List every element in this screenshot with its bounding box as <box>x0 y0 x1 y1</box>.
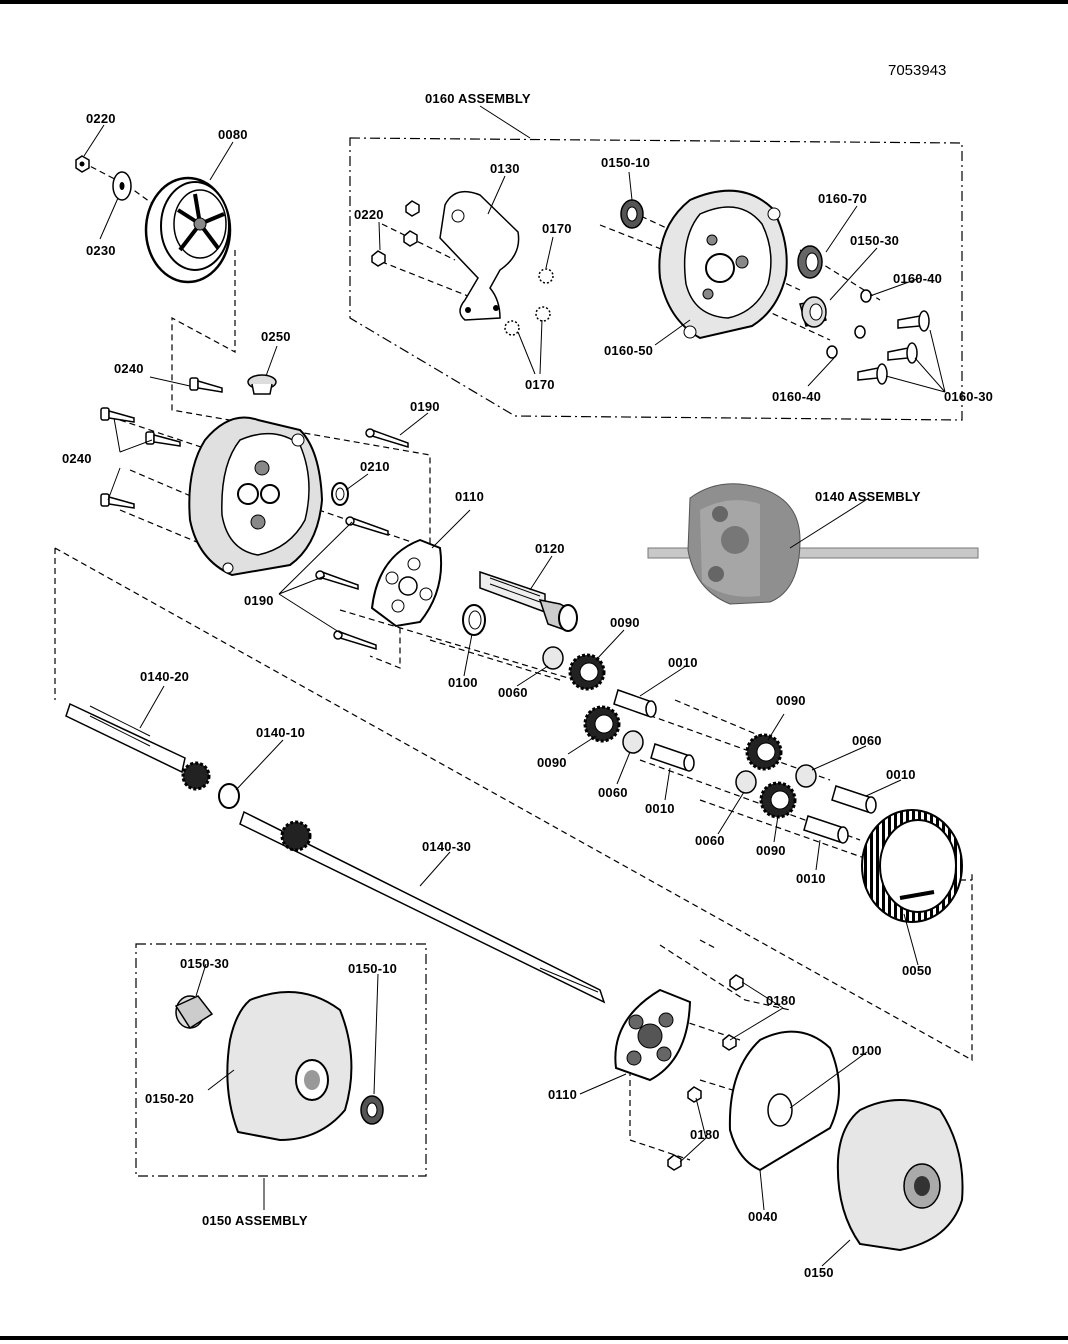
label-0250: 0250 <box>261 329 291 344</box>
label-0190-bottom: 0190 <box>244 593 274 608</box>
document-number: 7053943 <box>888 62 947 79</box>
bearing-0160-70 <box>797 245 823 279</box>
label-0160-30: 0160-30 <box>944 389 994 404</box>
label-0140-30: 0140-30 <box>422 839 472 854</box>
bottom-rule <box>0 1336 1068 1340</box>
label-0130: 0130 <box>490 161 520 176</box>
label-0150-20: 0150-20 <box>145 1091 195 1106</box>
washer-0100-top <box>462 604 486 636</box>
shaft-0120 <box>479 570 578 632</box>
pins-0010 <box>613 689 877 844</box>
shaft-0140-20 <box>65 702 211 791</box>
assembly-0150-box <box>135 943 427 1177</box>
label-0220-nut: 0220 <box>86 111 116 126</box>
label-0160-assembly: 0160 ASSEMBLY <box>425 91 531 106</box>
label-0110-top: 0110 <box>455 489 485 504</box>
label-0060-a: 0060 <box>498 685 528 700</box>
carrier-0110-bottom <box>614 988 692 1082</box>
cover-0150 <box>836 1099 964 1252</box>
label-0160-50: 0160-50 <box>604 343 654 358</box>
label-0100-bottom: 0100 <box>852 1043 882 1058</box>
label-0080: 0080 <box>218 127 248 142</box>
label-0050: 0050 <box>902 963 932 978</box>
label-0180-top: 0180 <box>766 993 796 1008</box>
label-0160-40-bottom: 0160-40 <box>772 389 822 404</box>
washers-0160-40 <box>826 289 872 359</box>
label-0210: 0210 <box>360 459 390 474</box>
label-0010-a: 0010 <box>668 655 698 670</box>
ring-0140-10 <box>218 783 240 809</box>
label-0040: 0040 <box>748 1209 778 1224</box>
top-rule <box>0 0 1068 4</box>
label-0140-assembly: 0140 ASSEMBLY <box>815 489 921 504</box>
assembly-0140-illustration <box>647 483 979 605</box>
label-0180-bottom: 0180 <box>690 1127 720 1142</box>
bushings-0060 <box>542 646 817 794</box>
label-0060-b: 0060 <box>598 785 628 800</box>
bolts-0240 <box>100 377 223 509</box>
ring-gear-0050 <box>861 809 963 923</box>
label-0160-70: 0160-70 <box>818 191 868 206</box>
label-0090-c: 0090 <box>776 693 806 708</box>
label-0090-a: 0090 <box>610 615 640 630</box>
gasket-0040 <box>728 1030 840 1172</box>
leader-lines <box>83 105 946 1267</box>
nut-0220 <box>75 155 90 173</box>
bracket-0130 <box>439 190 520 321</box>
label-0140-20: 0140-20 <box>140 669 190 684</box>
label-0090-d: 0090 <box>756 843 786 858</box>
label-0010-c: 0010 <box>886 767 916 782</box>
washer-0230 <box>112 171 132 201</box>
seal-0150-10-top <box>620 199 644 229</box>
label-0100-top: 0100 <box>448 675 478 690</box>
gearbox-housing <box>188 416 324 577</box>
nuts-0180 <box>667 974 744 1171</box>
pulley-0080 <box>144 176 232 284</box>
screws-0190 <box>315 428 409 651</box>
label-0170-bottom: 0170 <box>525 377 555 392</box>
label-0150-10-top: 0150-10 <box>601 155 651 170</box>
label-0090-b: 0090 <box>537 755 567 770</box>
label-0240-bottom: 0240 <box>62 451 92 466</box>
label-0010-d: 0010 <box>796 871 826 886</box>
label-0150-30-bottom: 0150-30 <box>180 956 230 971</box>
housing-0160-50 <box>658 189 788 340</box>
lockwashers-0170 <box>504 268 554 336</box>
washer-0210 <box>331 482 349 506</box>
label-0190-top: 0190 <box>410 399 440 414</box>
label-0150-30-top: 0150-30 <box>850 233 900 248</box>
seal-0150-10-bottom <box>360 1095 384 1125</box>
label-0120: 0120 <box>535 541 565 556</box>
label-0010-b: 0010 <box>645 801 675 816</box>
plug-0250 <box>247 374 277 395</box>
bushing-0150-30-top <box>799 296 827 328</box>
label-0150-10-bottom: 0150-10 <box>348 961 398 976</box>
label-0060-d: 0060 <box>695 833 725 848</box>
pins-0160-30 <box>857 310 930 385</box>
label-0150: 0150 <box>804 1265 834 1280</box>
label-0220-assembly: 0220 <box>354 207 384 222</box>
bushing-0150-30-bottom <box>174 995 214 1030</box>
cover-0150-20 <box>226 991 353 1142</box>
nuts-0220 <box>371 200 420 267</box>
label-0160-40-top: 0160-40 <box>893 271 943 286</box>
label-0170-top: 0170 <box>542 221 572 236</box>
label-0060-c: 0060 <box>852 733 882 748</box>
carrier-0110-top <box>370 538 443 628</box>
label-0110-bottom: 0110 <box>548 1087 578 1102</box>
label-0150-assembly: 0150 ASSEMBLY <box>202 1213 308 1228</box>
label-0230: 0230 <box>86 243 116 258</box>
shaft-0140-30 <box>239 810 606 1004</box>
label-0240-top: 0240 <box>114 361 144 376</box>
label-0140-10: 0140-10 <box>256 725 306 740</box>
